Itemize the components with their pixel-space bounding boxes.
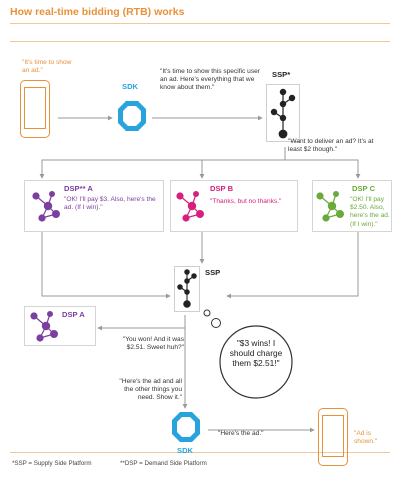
dsp-c-label: DSP C	[352, 184, 376, 193]
arrow-dsp-c-to-ssp	[226, 232, 359, 299]
diagram-title: How real-time bidding (RTB) works	[10, 6, 185, 18]
dsp-a-result-label: DSP A	[62, 310, 85, 319]
dsp-b-label: DSP B	[210, 184, 234, 193]
dsp-c-panel	[312, 180, 392, 232]
phone-bottom-text: "Ad is shown."	[354, 430, 378, 446]
arrow-ssp-to-dsp-c	[285, 159, 361, 179]
dsp-b-text: "Thanks, but no thanks."	[210, 198, 282, 205]
win-text: "You won! And it was $2.51. Sweet huh?"	[122, 336, 184, 352]
sdk-top-text: "It's time to show this specific user an…	[160, 68, 260, 92]
phone-bottom-icon	[318, 408, 348, 466]
sdk-bottom-label: SDK	[177, 446, 194, 455]
dsp-c-text: "OK! I'll pay $2.50. Also, here's the ad…	[350, 196, 390, 228]
sdk-bottom-text: "Here's the ad."	[218, 430, 264, 437]
title-divider	[10, 23, 390, 24]
phone-top-text: "It's time to show an ad."	[22, 59, 72, 75]
arrow-dsp-a-to-ssp	[41, 232, 171, 299]
sdk-top-label: SDK	[122, 82, 139, 91]
ssp-top-text: "Want to deliver an ad? It's at least $2…	[288, 138, 374, 154]
thought-text: "$3 wins! I should charge them $2.51!"	[229, 338, 283, 368]
dsp-a-result-panel	[24, 306, 96, 346]
dsp-a-label: DSP** A	[64, 184, 93, 193]
footnote-ssp: *SSP = Supply Side Platform	[12, 460, 92, 467]
ssp-top-label: SSP*	[272, 70, 291, 79]
title-divider-lower	[10, 41, 390, 42]
arrow-ssp-to-dsp-a	[39, 147, 286, 179]
dsp-a-text: "OK! I'll pay $3. Also, here's the ad. (…	[64, 196, 156, 212]
phone-top-icon	[20, 80, 50, 138]
footnote-dsp: **DSP = Demand Side Platform	[120, 460, 207, 467]
ssp-mid-label: SSP	[205, 268, 221, 277]
footer-divider	[10, 452, 390, 453]
ad-delivery-text: "Here's the ad and all the other things …	[119, 378, 182, 402]
